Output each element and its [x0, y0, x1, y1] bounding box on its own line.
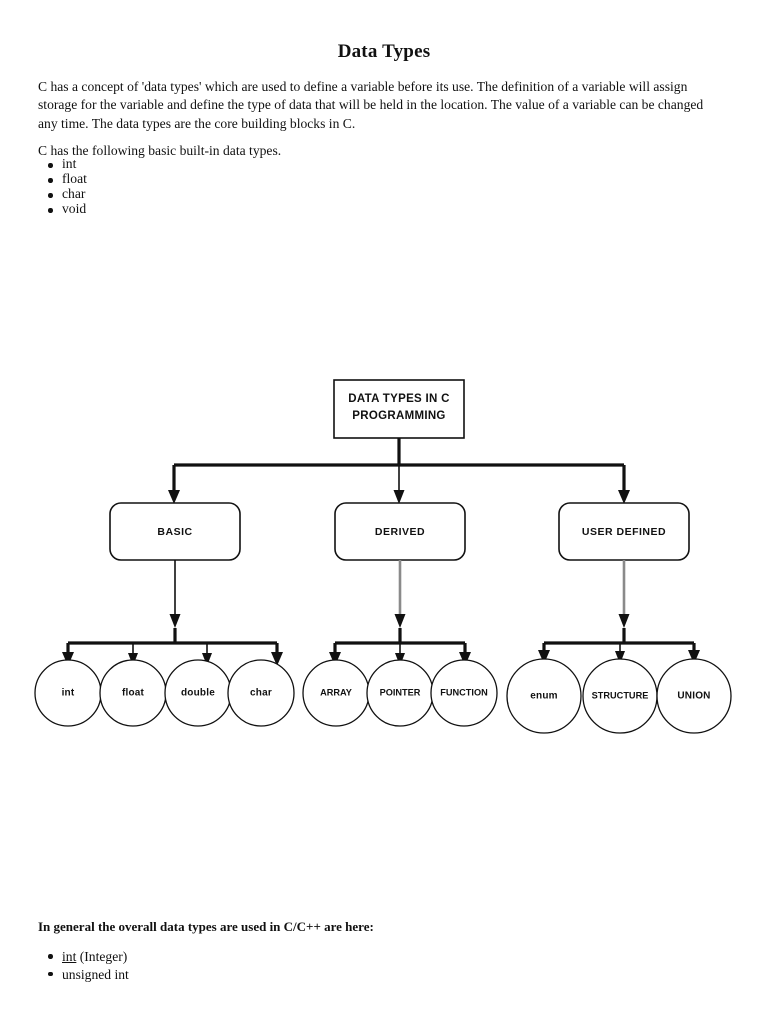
- leaf-user-defined-1: STRUCTURE: [592, 690, 649, 700]
- list-item-label: int: [62, 156, 77, 171]
- node-branch-basic-label: BASIC: [157, 526, 192, 538]
- bottom-heading-tail: are here:: [320, 919, 374, 934]
- leaf-user-defined-2: UNION: [677, 691, 710, 702]
- node-branch-derived: DERIVED: [334, 502, 466, 561]
- leaf-basic-1: float: [122, 688, 145, 699]
- leaf-derived-2: FUNCTION: [440, 687, 488, 697]
- connector-basic-to-leaves: [62, 560, 283, 666]
- page-title: Data Types: [337, 40, 431, 62]
- leaf-group-basic: int float double char: [34, 659, 295, 727]
- list-item-term: unsigned int: [62, 966, 129, 982]
- leaf-derived-0: ARRAY: [320, 687, 352, 697]
- list-item: unsigned int: [48, 966, 129, 983]
- lead-paragraph: C has the following basic built-in data …: [38, 142, 282, 158]
- list-item-suffix: (Integer): [76, 949, 128, 964]
- connector-user-defined-to-leaves: [538, 560, 700, 664]
- list-item: char: [48, 186, 87, 202]
- leaf-derived-1: POINTER: [380, 687, 421, 697]
- node-root-line2: PROGRAMMING: [352, 410, 445, 422]
- leaf-basic-2: double: [181, 688, 215, 699]
- node-root: DATA TYPES IN C PROGRAMMING: [333, 379, 465, 439]
- connector-root-to-bus: [168, 438, 630, 504]
- node-branch-basic: BASIC: [109, 502, 241, 561]
- list-item-term: int: [62, 949, 77, 964]
- node-branch-user-defined: USER DEFINED: [558, 502, 690, 561]
- leaf-basic-0: int: [62, 688, 75, 699]
- node-root-line1: DATA TYPES IN C: [348, 393, 449, 405]
- leaf-group-derived: ARRAY POINTER FUNCTION: [302, 659, 498, 727]
- leaf-user-defined-0: enum: [530, 691, 557, 702]
- node-branch-user-defined-label: USER DEFINED: [582, 526, 666, 538]
- bottom-heading-bold: In general the overall data types are us…: [38, 919, 321, 934]
- list-item: int (Integer): [48, 948, 129, 965]
- basic-types-list: int float char void: [38, 156, 87, 217]
- intro-paragraph: C has a concept of 'data types' which ar…: [38, 78, 704, 131]
- data-types-hierarchy-diagram: DATA TYPES IN C PROGRAMMING BASIC DERIVE…: [0, 360, 768, 760]
- overall-types-list: int (Integer) unsigned int: [38, 948, 129, 983]
- bottom-section-heading: In general the overall data types are us…: [38, 919, 374, 935]
- leaf-group-user-defined: enum STRUCTURE UNION: [506, 658, 732, 734]
- list-item-label: void: [62, 201, 87, 217]
- connector-derived-to-leaves: [329, 560, 471, 666]
- list-item: int: [48, 156, 87, 172]
- list-item: float: [48, 171, 87, 187]
- list-item-label: char: [62, 186, 86, 202]
- list-item: void: [48, 201, 87, 217]
- leaf-basic-3: char: [250, 688, 272, 699]
- node-branch-derived-label: DERIVED: [375, 526, 425, 538]
- list-item-label: float: [62, 171, 87, 187]
